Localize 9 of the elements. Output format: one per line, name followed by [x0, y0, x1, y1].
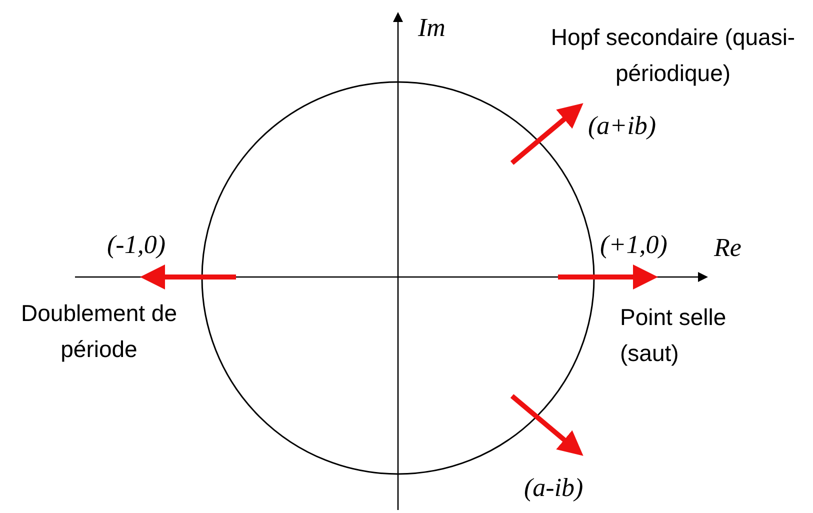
multiplier-label: (a-ib): [524, 472, 584, 504]
point-label: (+1,0): [600, 229, 668, 260]
annotation: Hopf secondaire (quasi-périodique): [550, 23, 796, 88]
annotation: Doublement de période: [20, 299, 178, 364]
axis-label: Im: [418, 12, 446, 44]
multiplier-label: (a+ib): [588, 110, 656, 142]
axis-label: Re: [714, 232, 742, 264]
annotation: Point selle (saut): [620, 303, 728, 368]
point-label: (-1,0): [107, 229, 166, 260]
